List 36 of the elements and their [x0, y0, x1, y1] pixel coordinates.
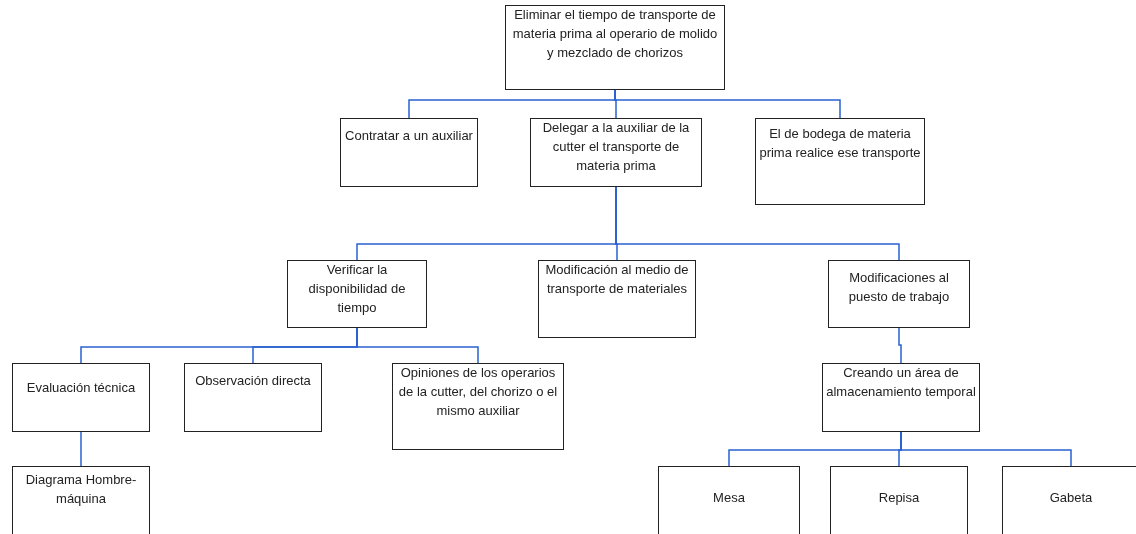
process-box: [828, 260, 970, 328]
box-text: Observación directa: [194, 372, 312, 390]
box-text: Gabeta: [1048, 489, 1094, 507]
box-text: Repisa: [877, 489, 921, 507]
process-box: [658, 466, 800, 534]
connector-line: [898, 327, 902, 364]
box-text: Evaluación técnica: [25, 379, 137, 397]
process-box: [505, 5, 725, 90]
box-text: El de bodega de materia prima realice ese transporte: [759, 125, 921, 162]
process-box: [1002, 466, 1136, 534]
process-box: [822, 363, 980, 432]
connector-line: [614, 89, 841, 119]
connector-line: [356, 327, 479, 364]
process-box: [12, 466, 150, 534]
box-text: Diagrama Hombre-máquina: [24, 471, 138, 508]
process-box: [12, 363, 150, 432]
process-box: [755, 118, 925, 205]
box-text: Eliminar el tiempo de transporte de materia prima al operario de molido y mezclado de chorizos: [511, 6, 719, 62]
process-box: [830, 466, 968, 534]
box-text: Contratar a un auxiliar: [344, 127, 474, 145]
box-text: Modificación al medio de transporte de materiales: [544, 261, 690, 298]
box-text: Verificar la disponibilidad de tiempo: [307, 261, 407, 317]
connector-line: [900, 431, 1072, 467]
connector-line: [615, 186, 900, 261]
process-box: [287, 260, 427, 328]
box-text: Delegar a la auxiliar de la cutter el transporte de materia prima: [541, 119, 691, 175]
process-box: [340, 118, 478, 187]
process-box: [392, 363, 564, 450]
box-text: Opiniones de los operarios de la cutter, del chorizo o el mismo auxiliar: [397, 364, 559, 420]
process-box: [530, 118, 702, 187]
process-box: [538, 260, 696, 338]
connector-line: [80, 431, 82, 467]
box-text: Mesa: [712, 489, 746, 507]
box-text: Creando un área de almacenamiento temporal: [826, 364, 976, 401]
box-text: Modificaciones al puesto de trabajo: [847, 269, 951, 306]
process-box: [184, 363, 322, 432]
